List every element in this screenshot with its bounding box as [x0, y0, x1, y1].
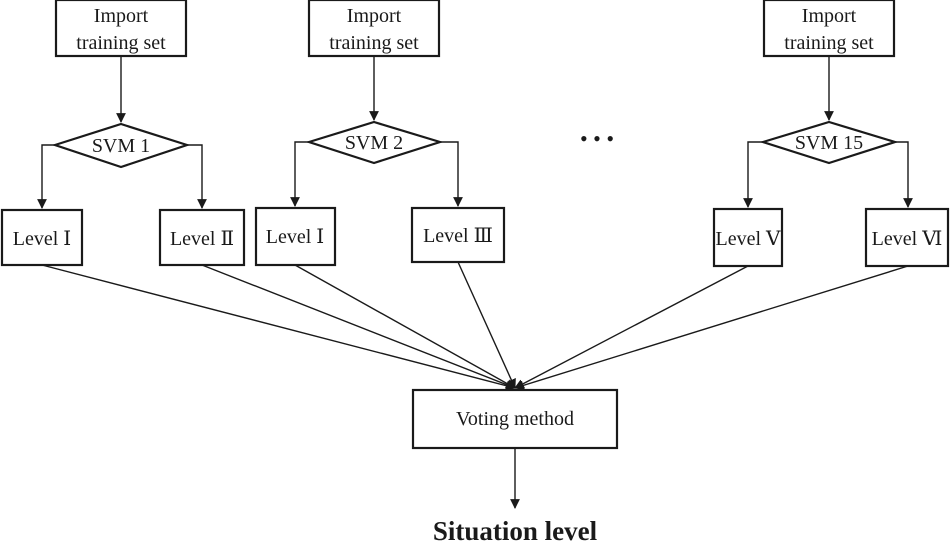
svm-2-decision: SVM 2 [305, 120, 444, 165]
svm-1-label: SVM 1 [92, 135, 150, 157]
edge-svm2-levelI [290, 141, 309, 207]
edge-svm15-levelVI [895, 141, 913, 208]
voting-method-label: Voting method [456, 408, 574, 430]
level-box-2: Level Ⅱ [158, 208, 246, 267]
import-box-2-line2: training set [329, 32, 419, 54]
situation-level-output: Situation level [433, 516, 598, 544]
svm-1-decision: SVM 1 [51, 122, 191, 169]
edge-levelV-voting [514, 265, 749, 389]
import-box-1-line1: Import [94, 5, 149, 27]
level-box-4-label: Level Ⅲ [423, 225, 493, 247]
edge-levelIII-voting [457, 261, 516, 389]
edge-levelVI-voting [514, 265, 909, 391]
level-box-1: Level Ⅰ [0, 208, 84, 267]
edge-levelII-voting [201, 264, 516, 390]
import-box-2: Import training set [307, 0, 441, 58]
level-box-4: Level Ⅲ [410, 206, 506, 264]
level-box-5: Level Ⅴ [712, 207, 784, 268]
voting-method-box: Voting method [411, 388, 619, 450]
edge-svm2-levelIII [440, 141, 463, 207]
level-box-6: Level Ⅵ [864, 207, 950, 268]
edge-levelI-b-voting [294, 264, 516, 389]
ellipsis: • • • [580, 126, 614, 151]
level-box-6-label: Level Ⅵ [872, 228, 943, 250]
import-box-3-line2: training set [784, 32, 874, 54]
level-box-5-label: Level Ⅴ [716, 228, 782, 250]
connectors [37, 56, 913, 509]
edge-svm1-levelI [37, 144, 55, 209]
level-box-1-label: Level Ⅰ [13, 228, 71, 250]
import-box-2-line1: Import [347, 5, 402, 27]
svm-15-label: SVM 15 [795, 132, 863, 154]
edge-svm15-levelV [743, 141, 763, 208]
level-box-3: Level Ⅰ [254, 206, 337, 267]
edge-svm1-levelII [187, 144, 207, 209]
svm-2-label: SVM 2 [345, 132, 403, 154]
import-box-3: Import training set [762, 0, 896, 58]
level-box-2-label: Level Ⅱ [170, 228, 234, 250]
level-box-3-label: Level Ⅰ [266, 226, 324, 248]
edge-levelI-voting [41, 264, 516, 391]
import-box-3-line1: Import [802, 5, 857, 27]
svm-15-decision: SVM 15 [759, 120, 899, 165]
import-box-1-line2: training set [76, 32, 166, 54]
import-box-1: Import training set [54, 0, 188, 58]
